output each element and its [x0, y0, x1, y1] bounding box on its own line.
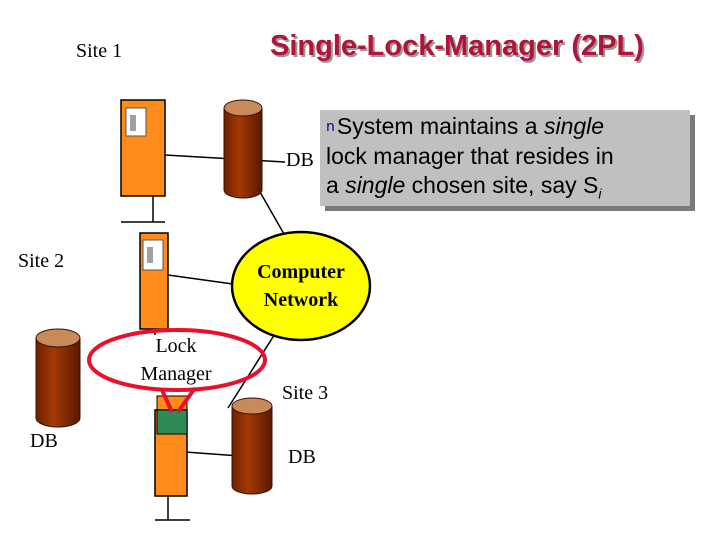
- callout-box: nSystem maintains a single lock manager …: [320, 110, 690, 206]
- db-site2-label: DB: [30, 430, 58, 452]
- database-site3: [231, 397, 273, 495]
- db-site3-label: DB: [288, 446, 316, 468]
- site1-label: Site 1: [76, 40, 123, 62]
- lock-manager-label: Lock Manager: [140, 335, 212, 385]
- network-label: Computer Network: [257, 261, 345, 311]
- callout-line-1: nSystem maintains a single: [326, 113, 605, 139]
- lock-manager-highlight: [87, 328, 267, 414]
- lock-manager-box: [156, 409, 188, 435]
- database-site2: [35, 328, 81, 428]
- link-site2: [167, 274, 241, 286]
- link-site3-db: [184, 451, 241, 457]
- database-site1: [223, 99, 263, 199]
- computer-network: [230, 230, 372, 342]
- callout-line-3: a single chosen site, say Si: [326, 172, 602, 202]
- db-site1-label: DB: [286, 149, 314, 171]
- computer-tower-site2: [139, 232, 169, 335]
- callout-line-2: lock manager that resides in: [326, 143, 614, 169]
- site3-label: Site 3: [282, 382, 329, 404]
- slide-title: Single-Lock-Manager (2PL): [270, 30, 644, 62]
- site2-label: Site 2: [18, 250, 65, 272]
- bullet-icon: n: [326, 119, 335, 135]
- computer-tower-site1: [120, 99, 166, 223]
